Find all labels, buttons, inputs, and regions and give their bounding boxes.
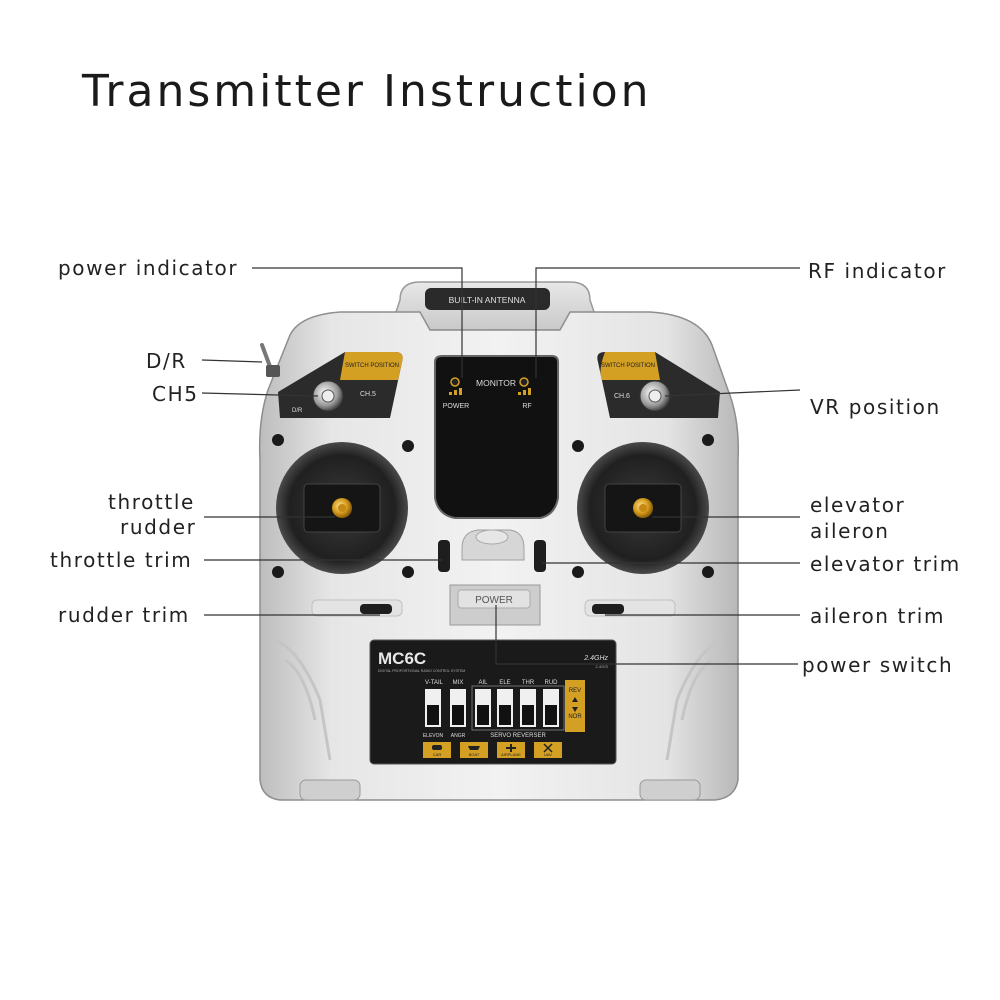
thr-label: THR bbox=[522, 680, 535, 686]
switch-position-left-label: SWITCH POSITION bbox=[345, 363, 399, 369]
right-stick[interactable] bbox=[633, 498, 653, 518]
dr-plate-label: D/R bbox=[292, 408, 303, 414]
leader-lines bbox=[201, 267, 801, 665]
frequency-sub-label: 2.4G/S bbox=[596, 664, 609, 669]
leader-ch5 bbox=[201, 392, 319, 397]
throttle-trim-switch[interactable] bbox=[438, 540, 450, 572]
leader-vr-position bbox=[664, 389, 801, 397]
ele-label: ELE bbox=[499, 680, 510, 686]
aileron-trim-switch[interactable] bbox=[584, 599, 676, 617]
rud-label: RUD bbox=[545, 680, 559, 686]
uav-icon bbox=[543, 743, 553, 753]
dip-switch-rud[interactable] bbox=[543, 689, 559, 727]
leader-rf-indicator bbox=[535, 267, 800, 378]
power-button-label: POWER bbox=[475, 595, 513, 606]
rudder-trim-switch[interactable] bbox=[311, 599, 403, 617]
ail-label: AIL bbox=[478, 680, 488, 686]
monitor-screen: MONITOR POWER RF bbox=[434, 355, 559, 519]
mix-label: MIX bbox=[453, 680, 464, 686]
frequency-label: 2.4GHz bbox=[583, 655, 608, 662]
callout-vr-position: VR position bbox=[810, 395, 941, 419]
vtail-label: V-TAIL bbox=[425, 680, 444, 686]
leader-power-switch bbox=[495, 605, 798, 665]
rf-led bbox=[519, 377, 529, 387]
switch-position-right-label: SWITCH POSITION bbox=[601, 363, 655, 369]
callout-elevator: elevator bbox=[810, 493, 906, 517]
elevon-label: ELEVON bbox=[423, 733, 444, 739]
dip-switch-mix[interactable] bbox=[450, 689, 466, 727]
setting-panel: MC6C DIGITAL PROPORTIONAL RADIO CONTROL … bbox=[369, 639, 617, 765]
callout-throttle: throttle bbox=[108, 490, 195, 514]
antenna-label: BUILT-IN ANTENNA bbox=[449, 295, 526, 305]
elevator-trim-switch[interactable] bbox=[534, 540, 546, 572]
monitor-label: MONITOR bbox=[476, 378, 516, 388]
nor-label: NOR bbox=[568, 714, 582, 720]
boat-icon bbox=[468, 746, 480, 750]
power-switch[interactable]: POWER bbox=[449, 584, 541, 626]
mode-uav-label: UAV bbox=[544, 752, 552, 757]
mode-car-label: CAR bbox=[433, 752, 442, 757]
dip-switch-ail[interactable] bbox=[475, 689, 491, 727]
mode-uav[interactable]: UAV bbox=[534, 742, 562, 758]
ch6-plate-label: CH.6 bbox=[614, 393, 630, 400]
airplane-icon bbox=[506, 744, 516, 752]
rev-label: REV bbox=[569, 688, 581, 694]
page-title: Transmitter Instruction bbox=[82, 66, 652, 117]
antenna-handle: BUILT-IN ANTENNA bbox=[388, 281, 602, 331]
servo-reverser-label: SERVO REVERSER bbox=[490, 733, 546, 739]
leader-power-indicator bbox=[252, 267, 463, 378]
ch5-switch-plate: SWITCH POSITION CH.5 D/R bbox=[278, 352, 403, 418]
leader-dr bbox=[201, 359, 263, 363]
mode-boat-label: BOAT bbox=[469, 752, 480, 757]
callout-aileron: aileron bbox=[810, 519, 890, 543]
callout-dr: D/R bbox=[146, 349, 187, 373]
callout-rudder: rudder bbox=[120, 515, 197, 539]
dr-switch[interactable] bbox=[260, 343, 280, 377]
callout-elevator-trim: elevator trim bbox=[810, 552, 961, 576]
rf-led-label: RF bbox=[522, 403, 531, 410]
mode-airplane-label: AIRPLANE bbox=[501, 752, 521, 757]
callout-power-switch: power switch bbox=[802, 653, 954, 677]
callout-throttle-trim: throttle trim bbox=[50, 548, 193, 572]
brand-subtitle: DIGITAL PROPORTIONAL RADIO CONTROL SYSTE… bbox=[378, 669, 465, 673]
callout-rf-indicator: RF indicator bbox=[808, 259, 947, 283]
car-icon bbox=[432, 745, 442, 750]
power-led-label: POWER bbox=[443, 403, 469, 410]
dip-switch-thr[interactable] bbox=[520, 689, 536, 727]
dip-switch-vtail[interactable] bbox=[425, 689, 441, 727]
dip-switch-ele[interactable] bbox=[497, 689, 513, 727]
left-stick[interactable] bbox=[332, 498, 352, 518]
callout-rudder-trim: rudder trim bbox=[58, 603, 190, 627]
ch5-plate-label: CH.5 bbox=[360, 391, 376, 398]
callout-aileron-trim: aileron trim bbox=[810, 604, 946, 628]
power-led bbox=[450, 377, 460, 387]
brand-logo: MC6C bbox=[378, 649, 426, 668]
callout-power-indicator: power indicator bbox=[58, 256, 239, 280]
angr-label: ANGR bbox=[451, 733, 466, 739]
callout-ch5: CH5 bbox=[152, 382, 199, 406]
